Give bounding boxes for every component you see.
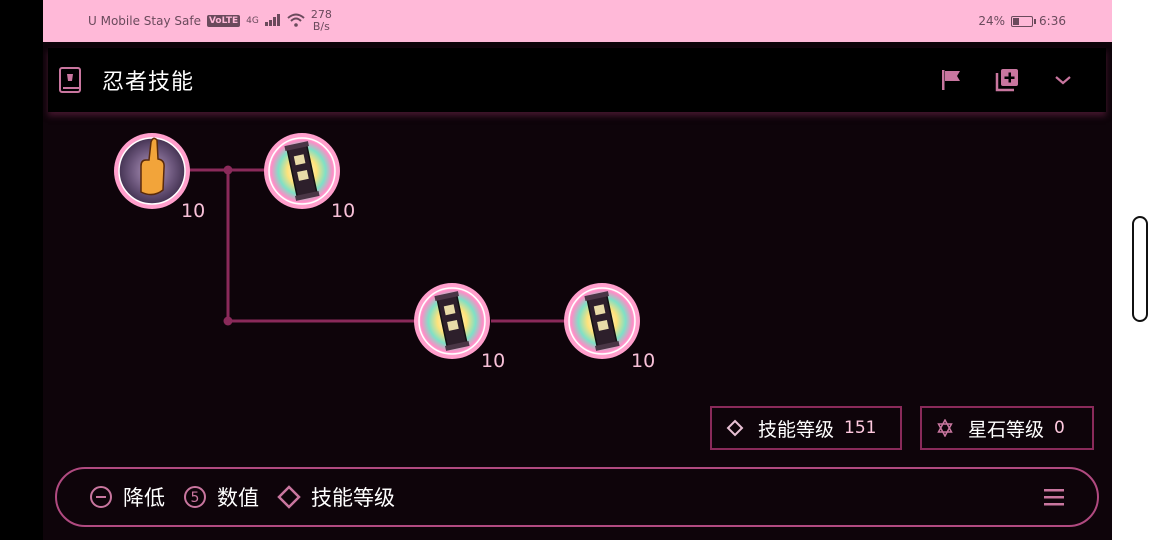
skill-tree <box>114 133 640 359</box>
star-level-value: 0 <box>1054 418 1065 438</box>
skill-level-label: 技能等级 <box>758 418 835 441</box>
signal-icon <box>264 13 281 29</box>
number-circle-icon: 5 <box>183 485 207 509</box>
skill-node-3[interactable] <box>414 283 490 359</box>
star-icon <box>936 419 954 437</box>
star-level-label: 星石等级 <box>968 418 1045 441</box>
skill-level-mode-label: 技能等级 <box>311 486 395 510</box>
value-badge: 5 <box>191 490 200 506</box>
carrier-name: U Mobile Stay Safe <box>88 14 201 28</box>
diamond-icon <box>726 419 744 437</box>
battery-icon <box>1011 15 1037 27</box>
reduce-label: 降低 <box>123 486 165 510</box>
skill-node-4[interactable] <box>564 283 640 359</box>
side-handle[interactable] <box>1132 216 1148 322</box>
skill-node-2[interactable] <box>264 133 340 209</box>
bottom-toolbar: 降低 5 数值 技能等级 <box>55 467 1099 527</box>
status-bar: U Mobile Stay Safe VoLTE 4G 278 B/s 24% … <box>43 0 1112 42</box>
left-edge <box>0 0 43 540</box>
skill-node-1[interactable] <box>114 133 190 209</box>
junction-dot <box>223 165 233 175</box>
skill-node-3-level: 10 <box>481 350 506 372</box>
chevron-down-icon[interactable] <box>1050 67 1076 93</box>
tree-connectors <box>151 168 566 323</box>
battery-percent: 24% <box>978 14 1006 28</box>
star-level-chip[interactable]: 星石等级 0 <box>920 406 1094 450</box>
wifi-icon <box>287 13 305 30</box>
skill-node-1-level: 10 <box>181 200 206 222</box>
junction-dot <box>223 316 233 326</box>
skill-level-chip[interactable]: 技能等级 151 <box>710 406 902 450</box>
page-title: 忍者技能 <box>102 70 195 95</box>
reduce-button[interactable]: 降低 <box>89 482 165 512</box>
header-bar: 忍者技能 <box>48 48 1106 112</box>
diamond-icon <box>277 485 301 509</box>
clock: 6:36 <box>1039 14 1066 28</box>
skill-level-mode-button[interactable]: 技能等级 <box>277 482 395 512</box>
flag-icon[interactable] <box>938 67 964 93</box>
book-icon[interactable] <box>58 67 82 93</box>
add-layer-icon[interactable] <box>994 67 1020 93</box>
network-indicator: 4G <box>246 15 259 26</box>
minus-circle-icon <box>89 485 113 509</box>
app-content: 忍者技能 <box>43 42 1112 540</box>
network-speed: 278 B/s <box>310 8 332 33</box>
volte-badge: VoLTE <box>206 15 241 27</box>
skill-node-2-level: 10 <box>331 200 356 222</box>
value-label: 数值 <box>217 486 259 510</box>
value-button[interactable]: 5 数值 <box>183 482 259 512</box>
menu-icon[interactable] <box>1043 486 1065 508</box>
skill-node-4-level: 10 <box>631 350 656 372</box>
skill-level-value: 151 <box>844 418 877 438</box>
